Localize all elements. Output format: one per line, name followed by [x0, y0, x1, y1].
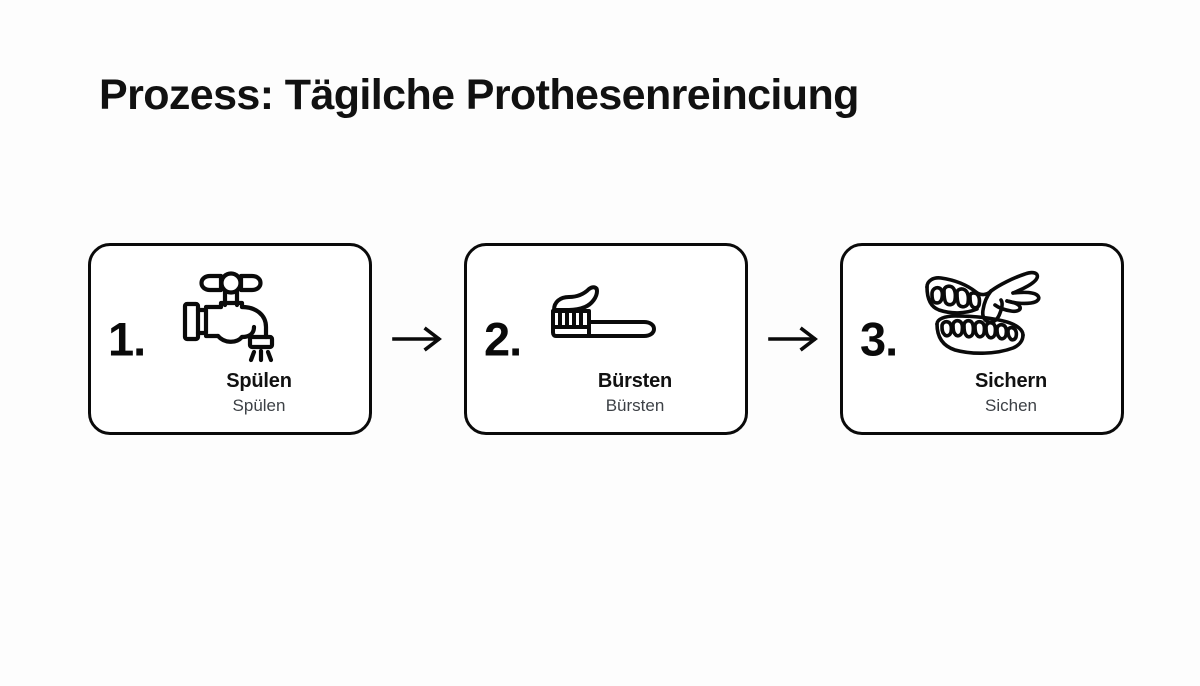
step-label-2: Bürsten [597, 370, 673, 393]
toothbrush-icon [541, 258, 671, 368]
page-title: Prozess: Tägilche Prothesenreinciung [99, 71, 859, 119]
step-text-2: Bürsten Bürsten [467, 369, 745, 418]
step-number-2: 2. [484, 312, 522, 366]
step-sublabel-2: Bürsten [605, 396, 665, 416]
process-flow-diagram: 1. [88, 243, 1124, 435]
step-text-3: Sichern Sichen [843, 369, 1121, 418]
step-number-3: 3. [860, 312, 898, 366]
arrow-right-icon-2 [765, 324, 823, 354]
step-sublabel-3: Sichen [985, 396, 1037, 416]
step-number-1: 1. [108, 312, 146, 366]
step-card-2[interactable]: 2. Bürsten Bürsten [464, 243, 748, 435]
step-text-1: Spülen Spülen [91, 369, 369, 418]
dentures-hand-icon [917, 258, 1047, 368]
step-card-3[interactable]: 3. [840, 243, 1124, 435]
step-label-3: Sichern [975, 370, 1047, 393]
step-card-1[interactable]: 1. [88, 243, 372, 435]
arrow-right-icon-1 [389, 324, 447, 354]
step-sublabel-1: Spülen [232, 396, 286, 416]
faucet-icon [165, 258, 295, 368]
step-label-1: Spülen [226, 370, 292, 393]
